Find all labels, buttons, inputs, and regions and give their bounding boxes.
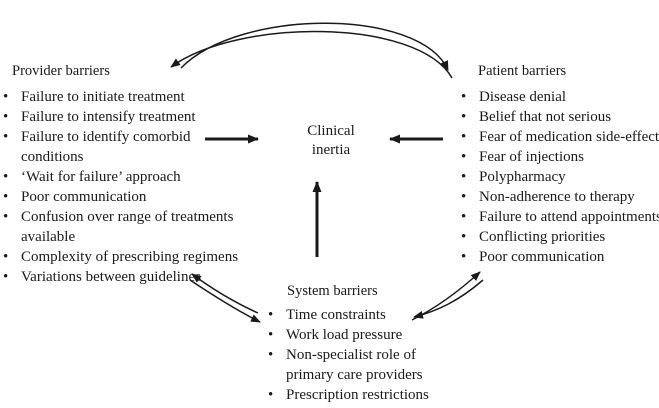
bullet-glyph: • (3, 209, 9, 225)
list-item: • Polypharmacy (461, 167, 659, 187)
bullet-glyph: • (3, 169, 9, 185)
list-item-label: Conflicting priorities (479, 229, 606, 245)
provider-barriers-heading: Provider barriers (12, 63, 110, 79)
list-item-label: Prescription restrictions (286, 387, 429, 403)
system-barriers-block: System barriers • Time constraints • Work … (265, 282, 429, 408)
list-item: • Variations between guidelines (3, 267, 238, 287)
list-item-label: Poor communication (479, 249, 605, 265)
bullet-glyph: • (461, 169, 467, 185)
patient-barriers-list: • Disease denial • Belief that not serious… (458, 87, 659, 267)
bullet-glyph: • (3, 269, 9, 285)
list-item-label: ‘Wait for failure’ approach (21, 169, 181, 185)
list-item: • Work load pressure (268, 325, 429, 345)
provider-barriers-list: • Failure to initiate treatment • Failure … (0, 87, 238, 287)
list-item-label: Time constraints (286, 307, 386, 323)
list-item-label: Disease denial (479, 89, 567, 105)
list-item-label: Poor communication (21, 189, 147, 205)
list-item-continuation: conditions (3, 147, 238, 167)
list-item-label: Failure to initiate treatment (21, 89, 185, 105)
list-item: • Fear of medication side-effects (461, 127, 659, 147)
list-item-label: Failure to intensify treatment (21, 109, 196, 125)
system-barriers-list: • Time constraints • Work load pressure • N… (265, 305, 429, 408)
bullet-glyph: • (461, 209, 467, 225)
list-item-label: available (21, 229, 76, 245)
list-item: • ‘Wait for failure’ approach (3, 167, 238, 187)
list-item-label: Variations between guidelines (21, 269, 201, 285)
list-item-label: Failure to identify comorbid (21, 129, 191, 145)
bullet-glyph: • (3, 189, 9, 205)
list-item: • Belief that not serious (461, 107, 659, 127)
list-item: • Complexity of prescribing regimens (3, 247, 238, 267)
bullet-glyph: • (461, 189, 467, 205)
center-node-line-1: Clinical (307, 123, 355, 139)
bullet-glyph: • (3, 109, 9, 125)
list-item: • Failure to identify comorbid (3, 127, 238, 147)
bullet-glyph: • (3, 249, 9, 265)
list-item-continuation: primary care providers (268, 365, 429, 385)
bullet-glyph: • (268, 327, 274, 343)
list-item: • Non-adherence to therapy (461, 187, 659, 207)
list-item: • Confusion over range of treatments (3, 207, 238, 227)
bullet-glyph: • (461, 149, 467, 165)
list-item-label: Non-adherence to therapy (479, 189, 635, 205)
bullet-glyph: • (3, 89, 9, 105)
list-item: • Fear of injections (461, 147, 659, 167)
list-item: • Failure to attend appointments (461, 207, 659, 227)
bullet-glyph: • (268, 347, 274, 363)
list-item-label: Polypharmacy (479, 169, 566, 185)
bullet-glyph: • (461, 129, 467, 145)
list-item: • Conflicting priorities (461, 227, 659, 247)
list-item: • Poor communication (3, 187, 238, 207)
list-item: • Failure to intensify treatment (3, 107, 238, 127)
list-item-label: Work load pressure (286, 327, 403, 343)
list-item-label: conditions (21, 149, 84, 165)
list-item: • Prescription restrictions (268, 385, 429, 405)
bullet-glyph: • (268, 307, 274, 323)
list-item-label: Belief that not serious (479, 109, 612, 125)
patient-barriers-heading: Patient barriers (478, 63, 567, 79)
list-item-label: Fear of injections (479, 149, 584, 165)
list-item-label: Confusion over range of treatments (21, 209, 234, 225)
list-item-label: Complexity of prescribing regimens (21, 249, 239, 265)
list-item-label: Fear of medication side-effects (479, 129, 659, 145)
list-item-label: Non-specialist role of (286, 347, 416, 363)
bullet-glyph: • (461, 109, 467, 125)
bullet-glyph: • (3, 129, 9, 145)
bullet-glyph: • (461, 89, 467, 105)
list-item: • Failure to initiate treatment (3, 87, 238, 107)
bullet-glyph: • (461, 249, 467, 265)
provider-barriers-block: Provider barriers • Failure to initiate t… (0, 62, 238, 287)
list-item-continuation: available (3, 227, 238, 247)
list-item-label: Failure to attend appointments (479, 209, 659, 225)
system-barriers-heading: System barriers (287, 283, 378, 299)
center-node-clinical-inertia: Clinical inertia (281, 122, 381, 160)
list-item: • Disease denial (461, 87, 659, 107)
bullet-glyph: • (268, 387, 274, 403)
list-item: • Time constraints (268, 305, 429, 325)
list-item: • Non-specialist role of (268, 345, 429, 365)
patient-barriers-block: Patient barriers • Disease denial • Belief… (458, 62, 659, 267)
bullet-glyph: • (461, 229, 467, 245)
list-item: • Poor communication (461, 247, 659, 267)
list-item-label: primary care providers (286, 367, 423, 383)
center-node-line-2: inertia (311, 142, 351, 158)
